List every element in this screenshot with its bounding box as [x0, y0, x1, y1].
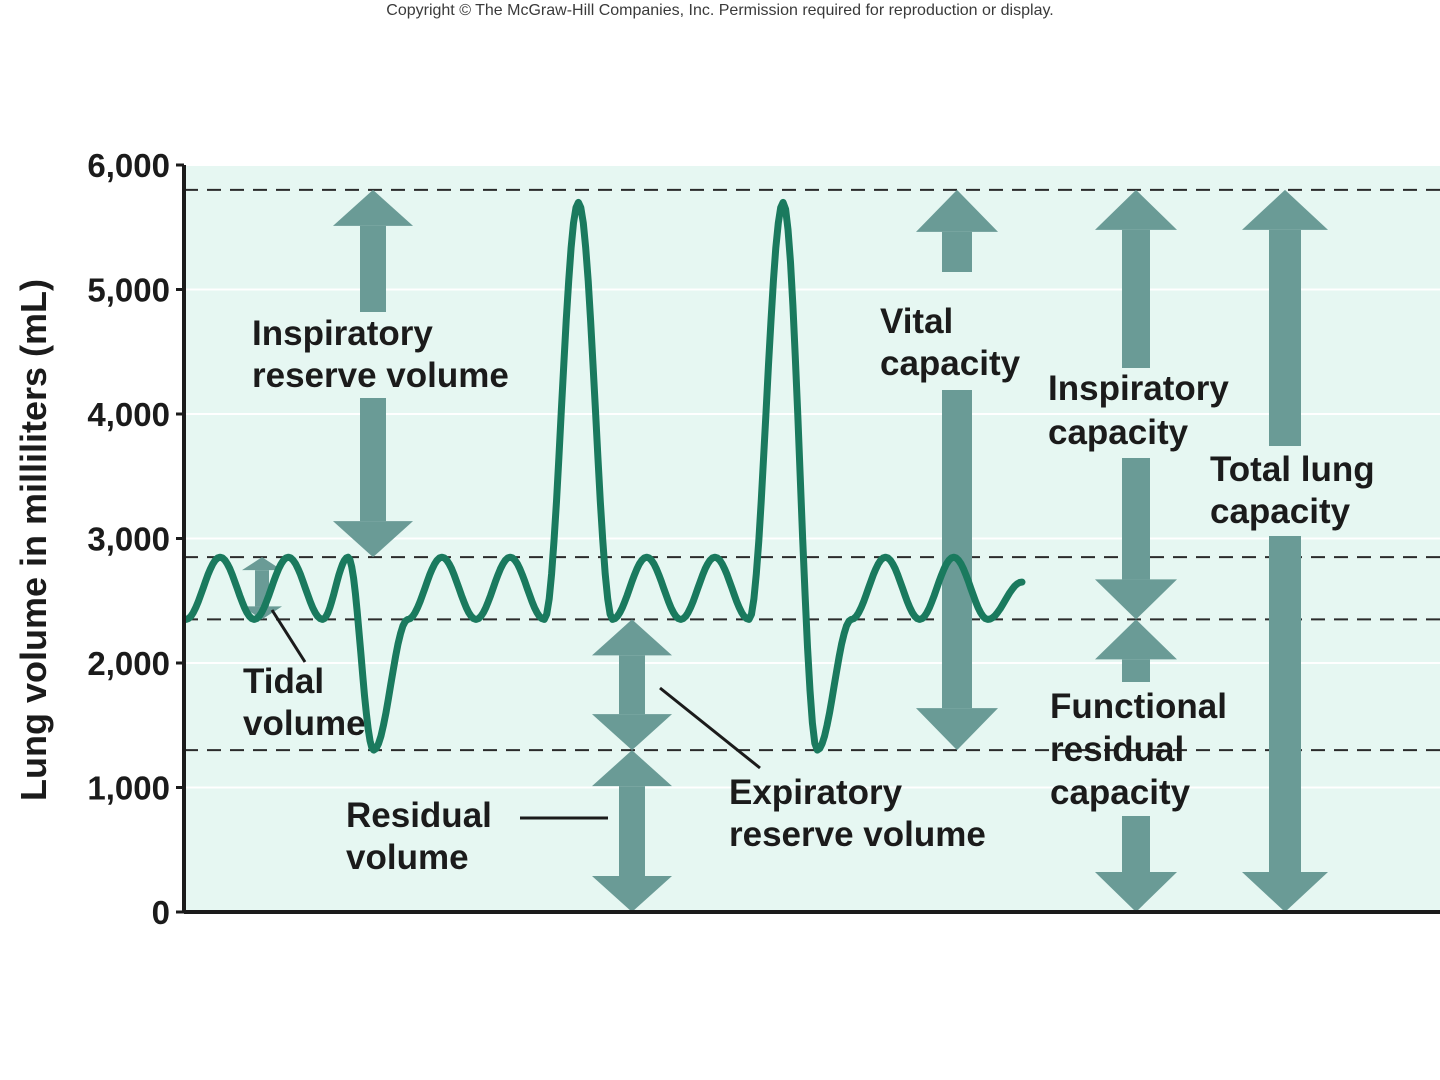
annotation-label-line: Functional [1050, 687, 1227, 726]
arrow-head-up [1095, 189, 1177, 230]
axes [176, 163, 1440, 914]
arrow-shaft [1269, 229, 1301, 446]
arrow-head-down [916, 708, 998, 751]
arrow-head-down [592, 714, 672, 751]
annotation-label-line: Residual [346, 796, 492, 835]
y-axis-label: Lung volume in milliliters (mL) [13, 279, 54, 801]
arrow-head-up [916, 189, 998, 232]
arrow-head-up [1242, 189, 1328, 230]
spirogram-trace [182, 198, 1026, 754]
arrow-shaft [619, 786, 645, 876]
arrow-shaft [942, 231, 972, 272]
expiratory-leader [659, 686, 761, 770]
y-tick-label: 6,000 [87, 147, 170, 184]
annotation-label-line: volume [243, 704, 366, 743]
arrow-shaft [1122, 659, 1150, 682]
annotation-label-line: reserve volume [729, 815, 986, 854]
arrow-shaft [1269, 536, 1301, 872]
arrow-head-down [333, 521, 413, 558]
y-tick-label: 1,000 [87, 770, 170, 807]
annotation-label-line: capacity [1210, 492, 1351, 531]
annotation-label-line: capacity [880, 344, 1021, 383]
y-tick-label: 2,000 [87, 645, 170, 682]
arrow-head-up [333, 189, 413, 226]
annotation-label-line: Inspiratory [252, 314, 433, 353]
reference-lines [184, 188, 1440, 752]
annotation-label-line: Inspiratory [1048, 369, 1229, 408]
range-arrow [1242, 189, 1328, 912]
y-tick-label: 5,000 [87, 272, 170, 309]
annotation-label-line: Tidal [243, 662, 324, 701]
annotation-label-line: Vital [880, 302, 953, 341]
annotation-label-line: capacity [1050, 773, 1191, 812]
arrow-shaft [619, 655, 645, 715]
leader-lines [270, 609, 761, 820]
arrow-head-up [242, 557, 282, 571]
range-arrow [333, 189, 413, 558]
annotation-label-line: capacity [1048, 413, 1189, 452]
arrow-shaft [360, 225, 386, 312]
range-arrow [916, 189, 998, 751]
range-arrow [592, 750, 672, 912]
arrow-head-up [592, 619, 672, 656]
y-tick-label: 0 [152, 894, 170, 931]
copyright-notice: Copyright © The McGraw-Hill Companies, I… [386, 2, 1054, 19]
annotation-label: Functional residual capacity [1050, 687, 1227, 812]
annotation-label-line: Expiratory [729, 773, 903, 812]
arrow-head-down [592, 876, 672, 912]
gridlines [184, 164, 1440, 789]
annotation-label: Inspiratory capacity [1048, 369, 1229, 452]
range-arrow [592, 619, 672, 751]
range-arrow [1095, 619, 1177, 912]
arrow-head-down [1242, 872, 1328, 912]
annotation-label-line: volume [346, 838, 469, 877]
arrow-shaft [1122, 816, 1150, 872]
annotation-label-line: Total lung [1210, 450, 1375, 489]
annotation-label-line: residual [1050, 730, 1184, 769]
arrow-shaft [1122, 458, 1150, 580]
y-tick-label: 3,000 [87, 521, 170, 558]
arrow-shaft [1122, 229, 1150, 368]
volume-arrows [242, 189, 1328, 912]
y-tick-label: 4,000 [87, 396, 170, 433]
arrow-head-up [592, 750, 672, 787]
arrow-shaft [360, 398, 386, 522]
range-arrow [1095, 189, 1177, 620]
arrow-shaft [942, 390, 972, 709]
annotation-label-line: reserve volume [252, 356, 509, 395]
y-tick-labels: 0 1,000 2,000 3,000 4,000 5,000 6,000 [87, 147, 170, 931]
arrow-head-down [1095, 579, 1177, 620]
arrow-head-up [1095, 619, 1177, 660]
tidal-leader [270, 609, 307, 663]
arrow-head-down [1095, 872, 1177, 912]
